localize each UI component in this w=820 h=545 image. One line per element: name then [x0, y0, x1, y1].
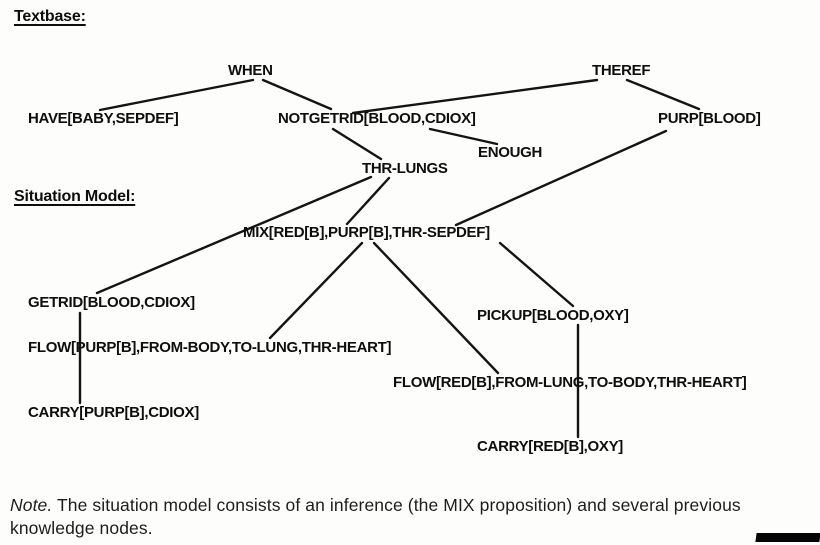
edge-thrlungs-mix — [345, 176, 391, 226]
node-have: HAVE[BABY,SEPDEF] — [28, 110, 179, 127]
edge-thrlungs-getrid — [95, 175, 373, 295]
edge-mix-flowred — [372, 241, 500, 375]
node-notgetrid: NOTGETRID[BLOOD,CDIOX] — [278, 110, 476, 127]
node-enough: ENOUGH — [478, 144, 543, 161]
edge-notgetrid-thrlungs — [331, 127, 383, 161]
node-purp: PURP[BLOOD] — [658, 110, 761, 127]
situation-model-heading: Situation Model: — [14, 188, 136, 205]
node-flowred: FLOW[RED[B],FROM-LUNG,TO-BODY,THR-HEART] — [393, 374, 747, 391]
node-carryred: CARRY[RED[B],OXY] — [477, 438, 624, 455]
edge-theref-notgetrid — [351, 78, 599, 115]
edge-when-notgetrid — [261, 78, 333, 111]
node-carrypurp: CARRY[PURP[B],CDIOX] — [28, 404, 199, 421]
node-when: WHEN — [228, 62, 273, 79]
node-getrid: GETRID[BLOOD,CDIOX] — [28, 294, 195, 311]
node-thrlungs: THR-LUNGS — [362, 160, 448, 177]
edge-purp-mix — [454, 129, 668, 227]
edge-mix-flowpurp — [268, 241, 364, 340]
edge-mix-pickup — [498, 241, 575, 308]
textbase-heading: Textbase: — [14, 8, 86, 25]
node-pickup: PICKUP[BLOOD,OXY] — [477, 307, 629, 324]
node-mix: MIX[RED[B],PURP[B],THR-SEPDEF] — [243, 224, 490, 241]
figure-note-prefix: Note. — [10, 494, 53, 515]
edge-notgetrid-enough — [428, 127, 499, 146]
figure-note: Note. The situation model consists of an… — [10, 494, 812, 540]
scan-artifact — [755, 533, 820, 542]
node-flowpurp: FLOW[PURP[B],FROM-BODY,TO-LUNG,THR-HEART… — [28, 339, 392, 356]
node-theref: THEREF — [592, 62, 651, 79]
edge-when-have — [98, 78, 255, 112]
figure-note-body: The situation model consists of an infer… — [10, 494, 741, 538]
edge-theref-purp — [625, 78, 701, 111]
